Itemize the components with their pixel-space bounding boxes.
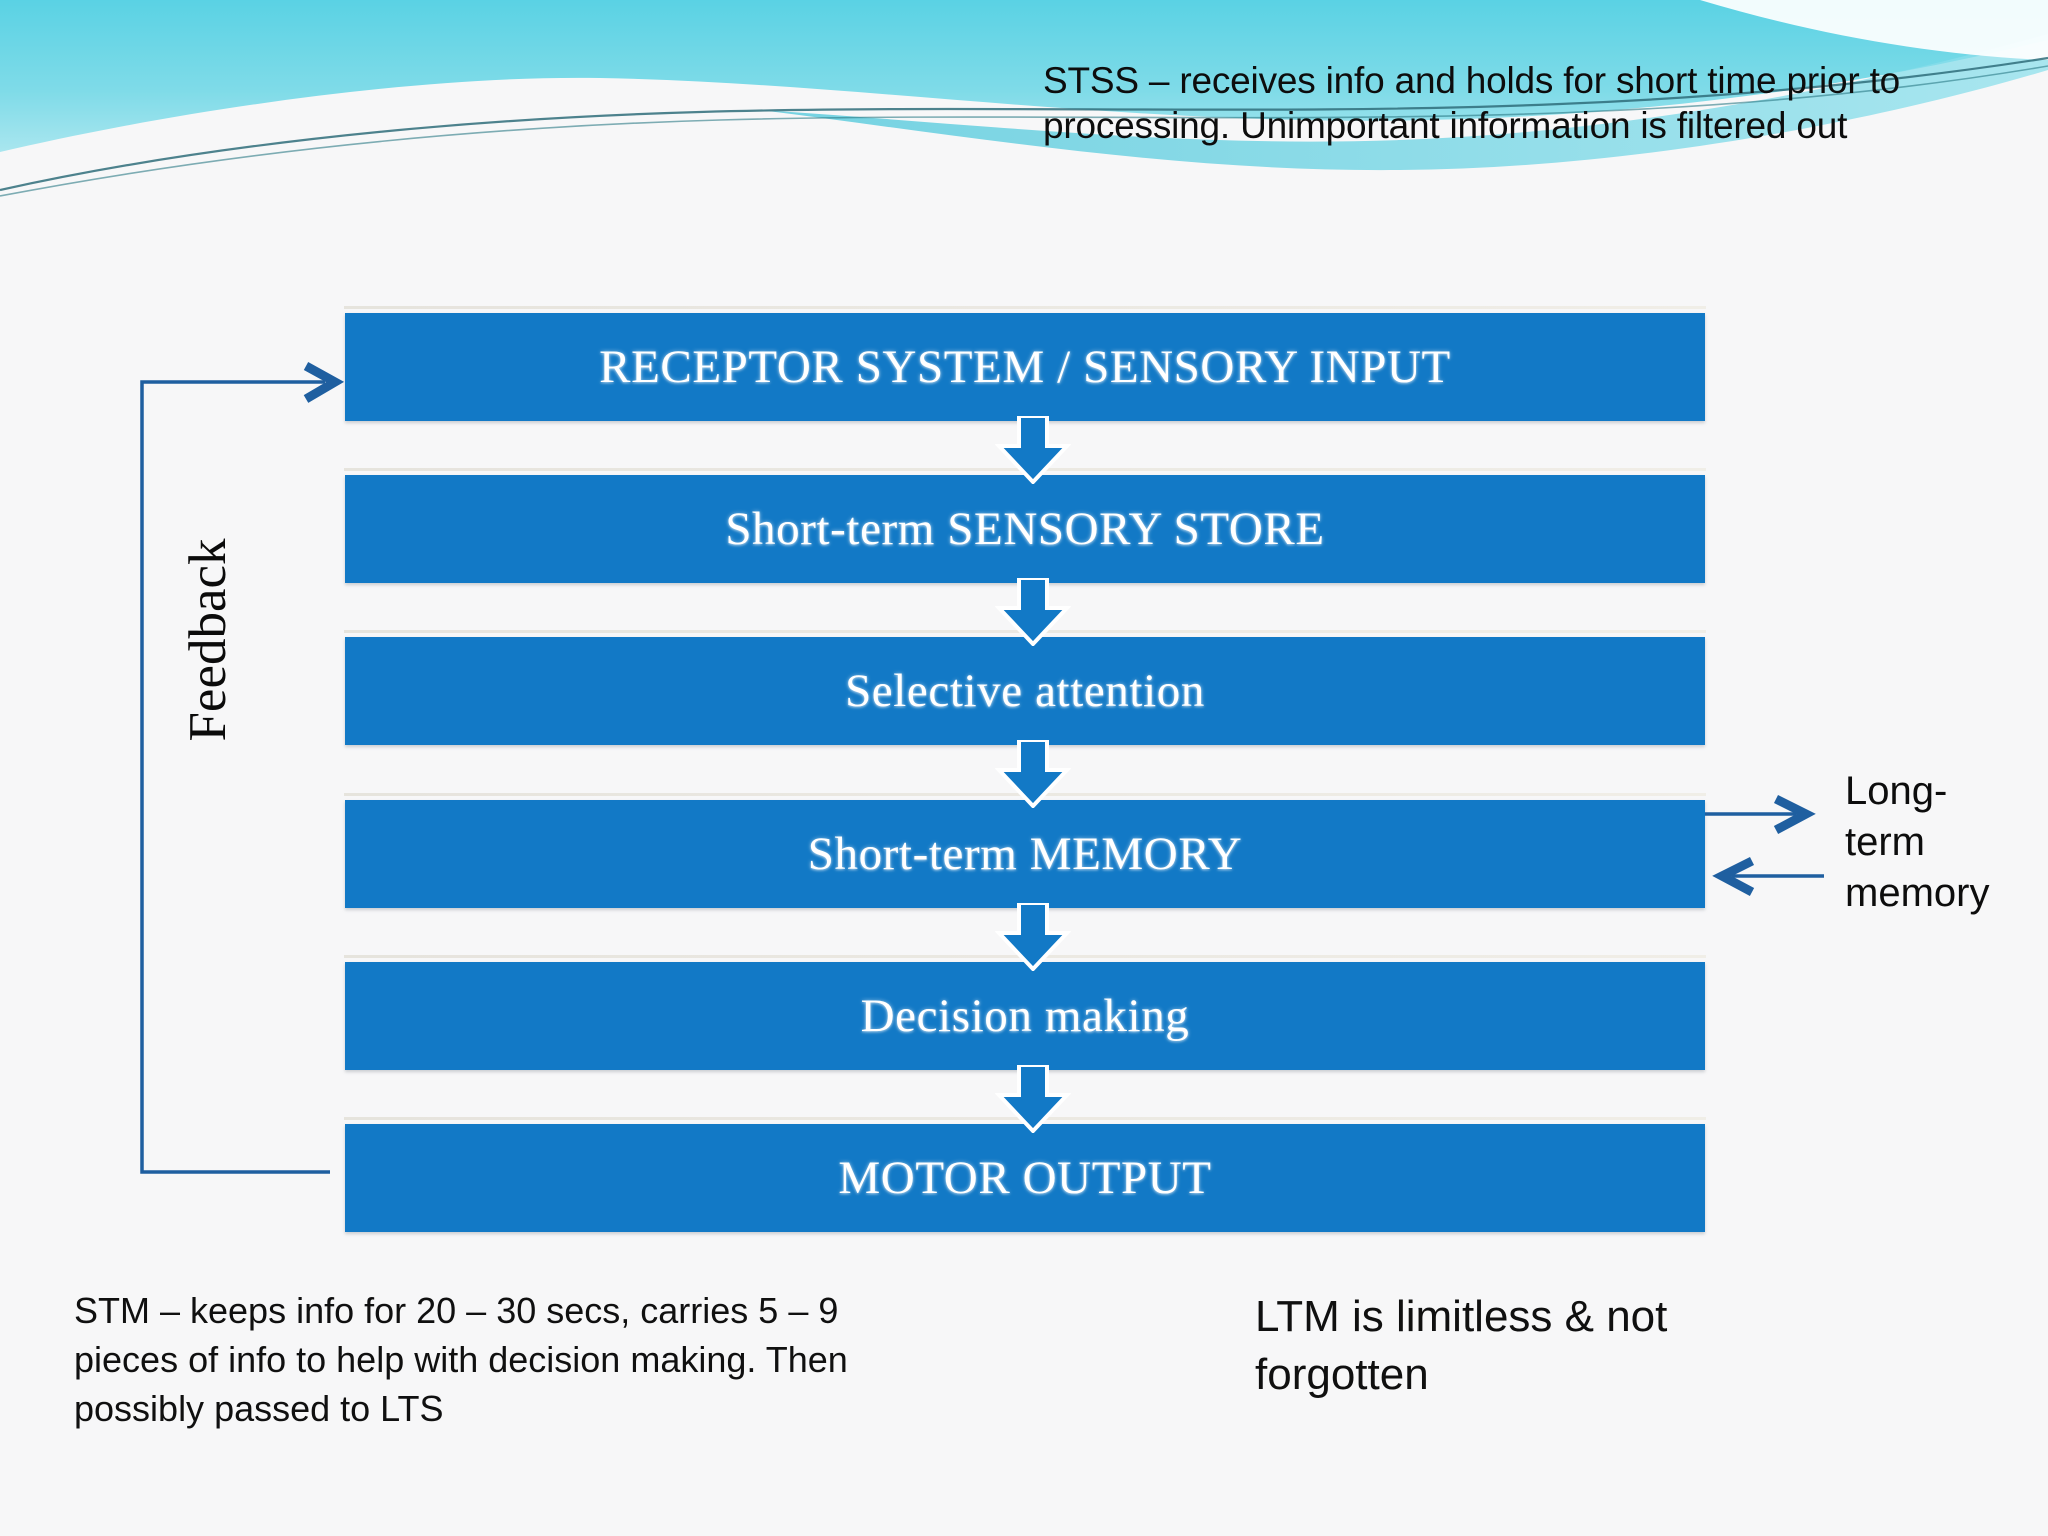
long-term-memory-arrows: [1705, 794, 1824, 896]
flow-box-label: Short-term MEMORY: [807, 827, 1243, 880]
flow-box-short-term-sensory-store[interactable]: Short-term SENSORY STORE: [344, 468, 1706, 583]
long-term-memory-label: Long- term memory: [1845, 769, 1990, 916]
down-arrow-icon: [995, 903, 1071, 971]
flow-box-selective-attention[interactable]: Selective attention: [344, 630, 1706, 745]
down-arrow-icon: [995, 416, 1071, 484]
flow-box-label: RECEPTOR SYSTEM / SENSORY INPUT: [599, 340, 1451, 393]
flow-box-decision-making[interactable]: Decision making: [344, 955, 1706, 1070]
down-arrow-icon: [995, 578, 1071, 646]
flow-box-label: Decision making: [860, 989, 1190, 1042]
flow-box-label: Selective attention: [845, 664, 1205, 717]
flow-box-motor-output[interactable]: MOTOR OUTPUT: [344, 1117, 1706, 1232]
stm-note: STM – keeps info for 20 – 30 secs, carri…: [74, 1290, 848, 1429]
flow-box-label: Short-term SENSORY STORE: [725, 502, 1325, 555]
flow-box-receptor-system[interactable]: RECEPTOR SYSTEM / SENSORY INPUT: [344, 306, 1706, 421]
feedback-loop-arrow: [140, 362, 345, 1174]
down-arrow-icon: [995, 740, 1071, 808]
stss-annotation: STSS – receives info and holds for short…: [1043, 60, 1901, 147]
ltm-note: LTM is limitless & not forgotten: [1255, 1292, 1668, 1400]
down-arrow-icon: [995, 1065, 1071, 1133]
feedback-label: Feedback: [179, 538, 237, 742]
flow-box-label: MOTOR OUTPUT: [838, 1151, 1212, 1204]
flow-box-short-term-memory[interactable]: Short-term MEMORY: [344, 793, 1706, 908]
